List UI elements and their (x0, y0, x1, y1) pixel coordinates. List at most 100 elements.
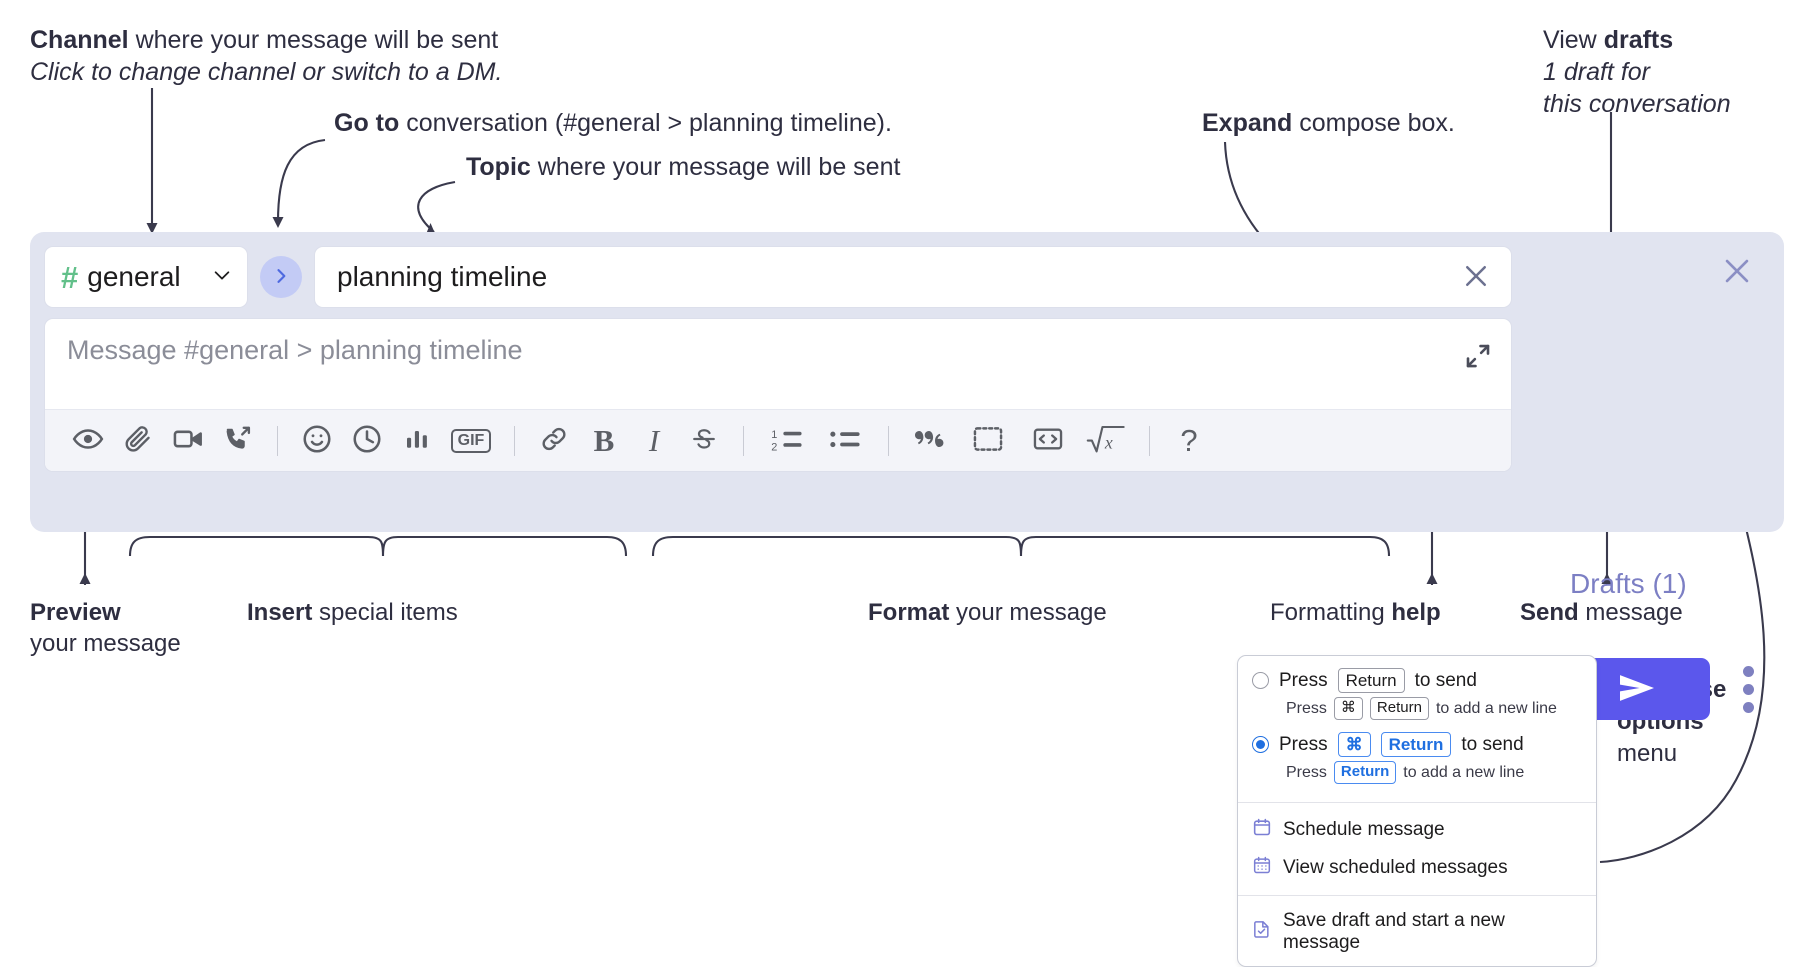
kebab-dot (1742, 665, 1754, 677)
annotation-formatting-help-pre: Formatting (1270, 599, 1392, 626)
annotation-drafts-bold: drafts (1603, 26, 1674, 54)
annotation-goto-bold: Go to (334, 109, 400, 137)
opt0-sub-post: to add a new line (1435, 699, 1557, 717)
strikethrough-button[interactable] (679, 418, 729, 464)
annotation-insert: Insert special items (247, 598, 458, 629)
gif-icon: GIF (450, 428, 492, 453)
close-icon (1461, 261, 1491, 294)
formatting-help-button[interactable]: ? (1164, 418, 1214, 464)
blockquote-button[interactable] (903, 418, 961, 464)
send-arrow-icon (1614, 671, 1660, 708)
code-button[interactable] (961, 418, 1019, 464)
send-option-return[interactable]: Press Return to send Press ⌘ Return to a… (1238, 666, 1596, 730)
annotation-expand-rest: compose box. (1292, 109, 1455, 137)
topic-field[interactable] (314, 246, 1512, 308)
record-video-clip-button[interactable] (163, 418, 213, 464)
annotation-channel-rest: where your message will be sent (128, 26, 499, 54)
keycap-command: ⌘ (1337, 732, 1371, 758)
reminder-button[interactable] (342, 418, 392, 464)
video-camera-icon (172, 423, 204, 458)
save-draft-icon (1252, 919, 1272, 945)
radio-button[interactable] (1252, 672, 1269, 690)
record-audio-clip-button[interactable] (213, 418, 263, 464)
kebab-dot (1742, 701, 1754, 713)
code-block-icon (972, 424, 1008, 457)
chevron-right-icon (271, 266, 291, 289)
opt1-sub-pre: Press (1286, 763, 1327, 781)
opt1-sub-post: to add a new line (1403, 763, 1525, 781)
annotation-insert-rest: special items (312, 599, 458, 626)
send-option-command-return[interactable]: Press ⌘ Return to send Press Return to a… (1238, 730, 1596, 794)
radio-button-selected[interactable] (1252, 736, 1269, 754)
message-input-area[interactable]: Message #general > planning timeline (45, 319, 1511, 409)
keycap-return: Return (1369, 697, 1429, 720)
strikethrough-icon (689, 424, 719, 457)
poll-button[interactable] (392, 418, 442, 464)
compose-header-row: # general (44, 246, 1512, 308)
menu-item-schedule-message[interactable]: Schedule message (1238, 811, 1596, 849)
toolbar-divider (514, 425, 515, 456)
menu-item-view-scheduled-messages[interactable]: View scheduled messages (1238, 849, 1596, 887)
ordered-list-icon: 1 2 (770, 424, 804, 457)
drafts-link[interactable]: Drafts (1) (1570, 568, 1687, 599)
chevron-down-icon (211, 261, 233, 293)
opt0-main-pre: Press (1279, 669, 1328, 691)
toolbar-divider (888, 425, 889, 456)
square-root-x-icon: x (1086, 423, 1126, 458)
clear-topic-button[interactable] (1457, 257, 1495, 298)
compose-main-column: # general (44, 246, 1512, 472)
bulleted-list-button[interactable] (816, 418, 874, 464)
italic-icon: I (648, 422, 660, 458)
annotation-send-bold: Send (1520, 599, 1579, 626)
italic-button[interactable]: I (629, 418, 679, 464)
topic-input[interactable] (335, 260, 1447, 294)
toolbar-divider (1149, 425, 1150, 456)
math-button[interactable]: x (1077, 418, 1135, 464)
attach-file-button[interactable] (113, 418, 163, 464)
annotation-send-rest: message (1578, 599, 1683, 626)
menu-item-save-draft[interactable]: Save draft and start a new message (1238, 904, 1596, 960)
go-to-conversation-button[interactable] (260, 256, 302, 298)
channel-selector-button[interactable]: # general (44, 246, 248, 308)
preview-message-button[interactable] (63, 418, 113, 464)
annotation-preview-bold: Preview (30, 599, 121, 626)
keycap-return: Return (1337, 668, 1405, 694)
send-option-command-return-main: Press ⌘ Return to send (1252, 732, 1582, 758)
annotation-channel-sub: Click to change channel or switch to a D… (30, 58, 503, 86)
annotation-expand: Expand compose box. (1202, 107, 1455, 139)
annotation-drafts-sub2: this conversation (1543, 90, 1731, 118)
annotation-preview-sub: your message (30, 629, 181, 657)
link-button[interactable] (529, 418, 579, 464)
toolbar-divider (743, 425, 744, 456)
ordered-list-button[interactable]: 1 2 (758, 418, 816, 464)
annotation-format-rest: your message (949, 599, 1107, 626)
smiley-icon (301, 423, 333, 458)
compose-options-button[interactable] (1730, 662, 1766, 716)
hash-icon: # (61, 259, 78, 295)
annotation-drafts: View drafts 1 draft for this conversatio… (1543, 24, 1731, 120)
expand-compose-button[interactable] (1459, 337, 1497, 378)
send-option-return-main: Press Return to send (1252, 668, 1582, 694)
menu-item-label: Save draft and start a new message (1283, 910, 1505, 953)
annotation-expand-bold: Expand (1202, 109, 1293, 137)
annotation-drafts-sub1: 1 draft for (1543, 58, 1650, 86)
opt0-sub-pre: Press (1286, 699, 1327, 717)
code-block-button[interactable] (1019, 418, 1077, 464)
message-input-card: Message #general > planning timeline (44, 318, 1512, 472)
bold-button[interactable]: B (579, 418, 629, 464)
annotation-preview: Preview your message (30, 598, 181, 659)
annotation-format-bold: Format (868, 599, 950, 626)
annotation-topic: Topic where your message will be sent (466, 151, 900, 183)
expand-icon (1463, 344, 1493, 374)
annotation-channel-bold: Channel (30, 26, 129, 54)
blockquote-icon (915, 424, 949, 457)
toolbar-divider (277, 425, 278, 456)
compose-options-menu: Press Return to send Press ⌘ Return to a… (1237, 655, 1597, 967)
gif-button[interactable]: GIF (442, 418, 500, 464)
close-icon (1720, 259, 1754, 291)
emoji-button[interactable] (292, 418, 342, 464)
annotation-channel: Channel where your message will be sent … (30, 24, 502, 88)
close-compose-button[interactable] (1716, 250, 1758, 295)
annotation-format: Format your message (868, 598, 1107, 629)
message-placeholder: Message #general > planning timeline (67, 335, 523, 365)
